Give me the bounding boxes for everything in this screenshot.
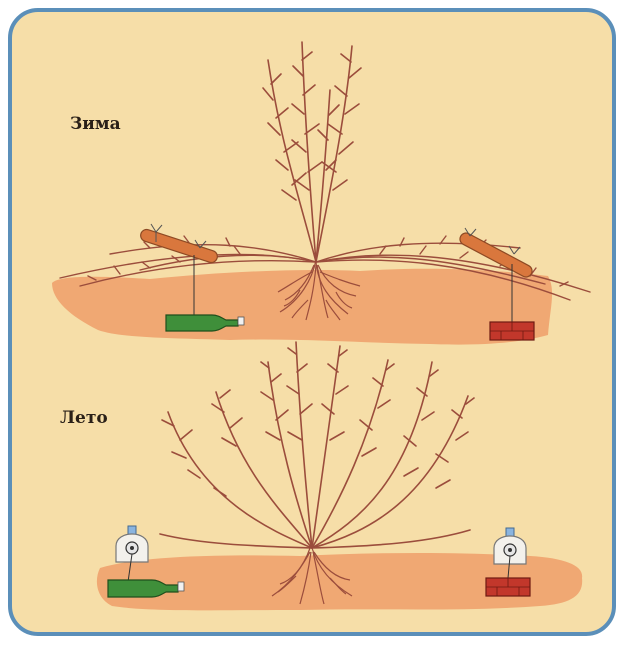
winter-label: Зима [70, 114, 121, 134]
winter-brick-icon [490, 322, 534, 340]
summer-brick-icon [486, 578, 530, 596]
summer-label: Лето [60, 408, 108, 428]
